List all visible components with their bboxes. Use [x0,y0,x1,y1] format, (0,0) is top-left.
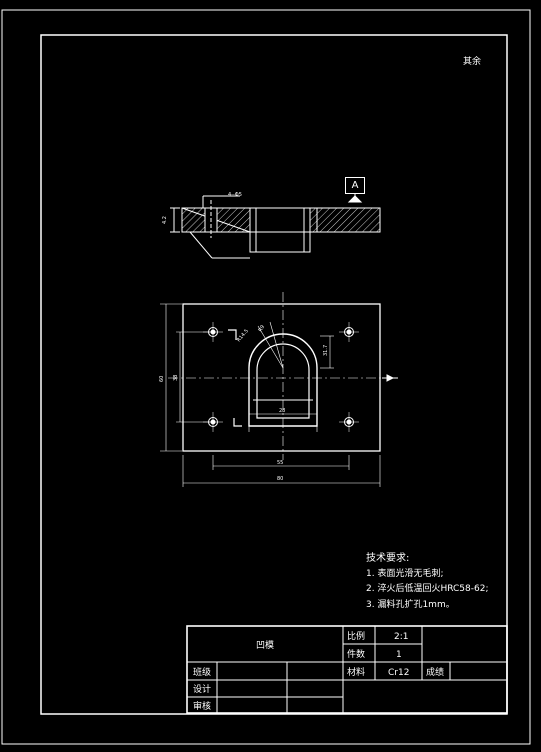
review-label: 审核 [193,700,211,712]
dim-55: 55 [277,460,283,466]
qty-value: 1 [396,650,402,660]
qty-label: 件数 [347,648,365,660]
material-label: 材料 [347,666,365,678]
dim-r14-5: R14.5 [236,328,250,343]
note-item: 2. 淬火后低温回火HRC58-62; [366,584,489,594]
dim-60: 60 [159,376,165,382]
dim-80: 80 [277,476,283,482]
title-block [186,625,508,714]
class-label: 班级 [193,666,211,678]
dim-28: 28 [279,408,285,414]
hole-note: 4--Φ5 [228,192,242,198]
section-view [170,193,381,259]
dim-r9: R9 [258,324,267,333]
dim-38: 38 [173,375,179,381]
surface-finish-note: 其余 [463,57,482,67]
material-value: Cr12 [388,668,409,678]
outer-border [1,9,531,745]
inner-border [40,34,508,715]
plan-view [160,292,398,487]
note-item: 1. 表面光滑无毛刺; [366,568,444,579]
depth-dim: 4.2 [162,216,168,224]
part-name: 凹模 [256,640,274,651]
note-item: 3. 漏料孔扩孔1mm。 [366,599,455,610]
scale-label: 比例 [347,630,365,642]
technical-requirements: 技术要求: 1. 表面光滑无毛刺; 2. 淬火后低温回火HRC58-62; 3.… [366,551,526,613]
scale-value: 2:1 [394,632,408,642]
design-label: 设计 [193,683,211,695]
notes-heading: 技术要求: [366,553,410,564]
dim-31-7: 31.7 [323,345,329,356]
datum-marker: A [345,177,365,194]
grade-label: 成绩 [426,666,444,678]
